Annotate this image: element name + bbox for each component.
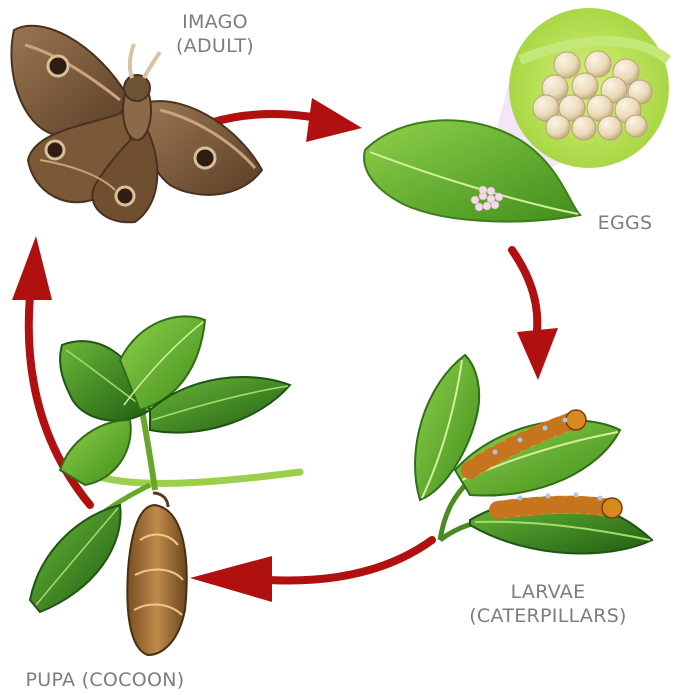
arrow-head-pupa-to-imago [12, 236, 52, 300]
label-larvae-line1: LARVAE [448, 580, 648, 604]
arrow-head-eggs-to-larvae [517, 328, 558, 380]
label-larvae-line2: (CATERPILLARS) [448, 604, 648, 628]
pupa-illustration [30, 316, 300, 655]
label-eggs: EGGS [585, 211, 665, 235]
arrow-head-imago-to-eggs [306, 98, 362, 142]
larvae-illustration [415, 355, 652, 554]
label-imago: IMAGO (ADULT) [163, 10, 267, 58]
arrow-eggs-to-larvae [512, 250, 537, 330]
arrow-imago-to-eggs [210, 114, 318, 123]
label-larvae: LARVAE (CATERPILLARS) [448, 580, 648, 628]
label-imago-line1: IMAGO [163, 10, 267, 34]
label-pupa-line1: PUPA (COCOON) [0, 668, 210, 692]
arrow-head-larvae-to-pupa [190, 556, 272, 602]
label-eggs-line1: EGGS [585, 211, 665, 235]
eggs-illustration [364, 8, 669, 222]
label-pupa: PUPA (COCOON) [0, 668, 210, 692]
label-imago-line2: (ADULT) [163, 34, 267, 58]
arrow-larvae-to-pupa [268, 540, 432, 581]
